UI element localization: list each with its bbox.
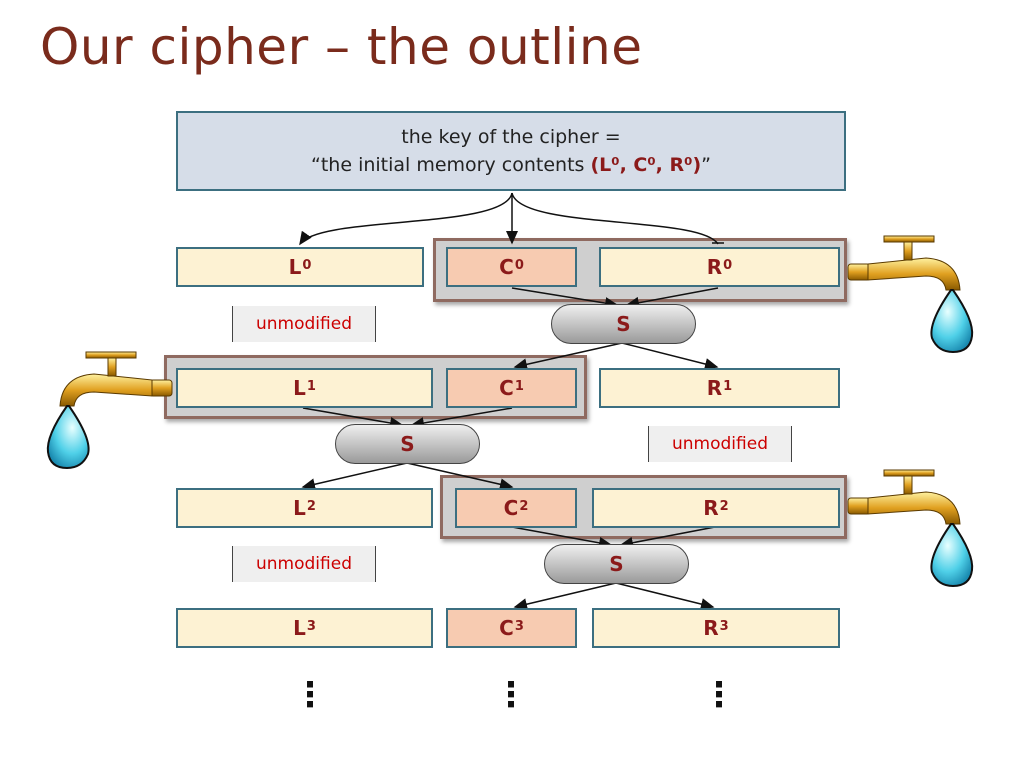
cell-L0-index: 0 <box>302 257 312 273</box>
unmodified-label-2: unmodified <box>232 546 376 582</box>
cell-C3-index: 3 <box>514 618 524 634</box>
cell-C1-label: C <box>499 376 514 400</box>
cell-R2-index: 2 <box>719 498 729 514</box>
key-line-1: the key of the cipher = <box>401 126 621 148</box>
cell-R1-index: 1 <box>723 378 733 394</box>
cell-L2-index: 2 <box>306 498 316 514</box>
cell-R3-index: 3 <box>719 618 729 634</box>
cell-R2-label: R <box>703 496 719 520</box>
cell-C0-label: C <box>499 255 514 279</box>
faucet-icon <box>847 235 974 354</box>
cell-L1-index: 1 <box>306 378 316 394</box>
continuation-dots-L: ⋮ <box>293 675 327 715</box>
key-line-2-suffix: ” <box>701 154 711 176</box>
cell-L3-index: 3 <box>306 618 316 634</box>
cell-L1-label: L <box>293 376 306 400</box>
cell-C1-index: 1 <box>514 378 524 394</box>
slide-title: Our cipher – the outline <box>40 18 643 76</box>
cell-R0-index: 0 <box>723 257 733 273</box>
cell-R0-label: R <box>706 255 723 279</box>
cell-R1-label: R <box>706 376 723 400</box>
cell-L0-label: L <box>288 255 302 279</box>
key-line-2-prefix: “the initial memory contents <box>311 154 591 176</box>
sbox-0: S <box>551 304 696 344</box>
cell-L2-label: L <box>293 496 306 520</box>
continuation-dots-R: ⋮ <box>702 675 736 715</box>
faucet-icon <box>847 469 974 588</box>
cell-C2-index: 2 <box>519 498 529 514</box>
key-box: the key of the cipher = “the initial mem… <box>176 111 846 191</box>
key-tuple: (L⁰, C⁰, R⁰) <box>590 154 702 176</box>
faucet-icon <box>46 351 173 470</box>
cell-C3-label: C <box>499 616 514 640</box>
sbox-2: S <box>544 544 689 584</box>
cell-R3-label: R <box>703 616 719 640</box>
continuation-dots-C: ⋮ <box>494 675 528 715</box>
cell-L3-label: L <box>293 616 306 640</box>
unmodified-label-0: unmodified <box>232 306 376 342</box>
cell-C0-index: 0 <box>514 257 524 273</box>
unmodified-label-1: unmodified <box>648 426 792 462</box>
cell-C2-label: C <box>503 496 519 520</box>
sbox-1: S <box>335 424 480 464</box>
key-line-2: “the initial memory contents (L⁰, C⁰, R⁰… <box>178 151 844 179</box>
